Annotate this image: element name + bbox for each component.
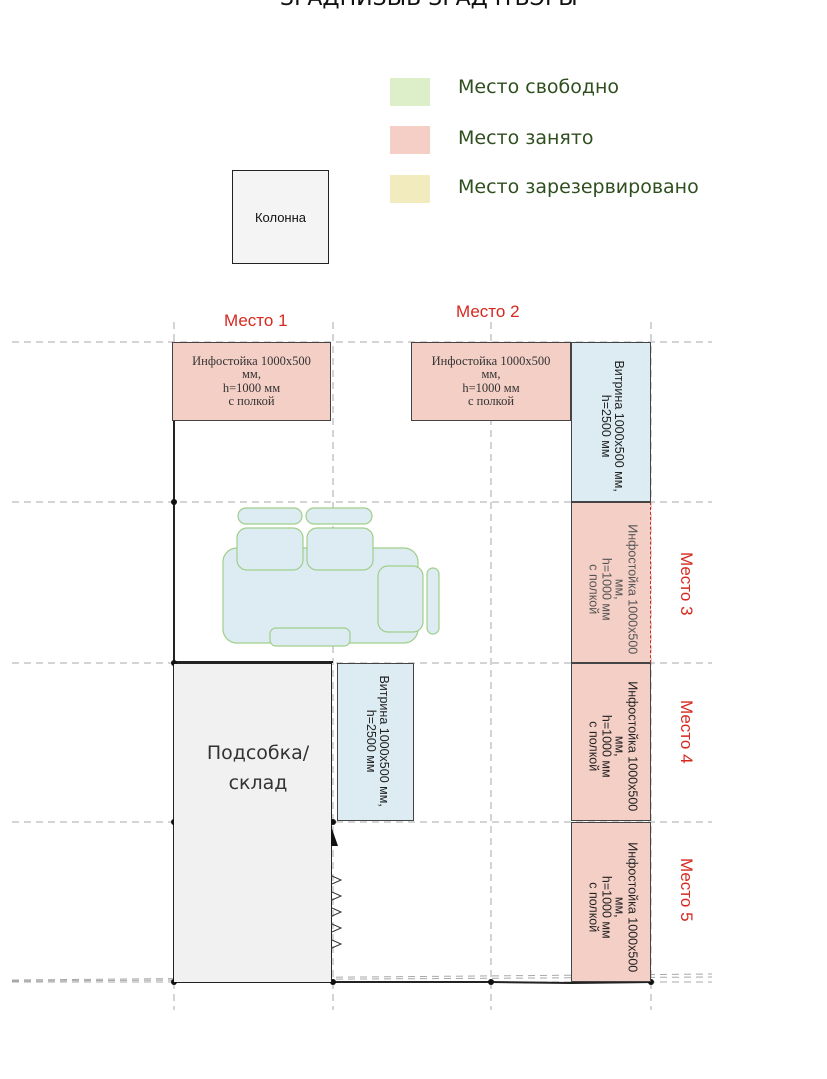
showcase-right[interactable]: Витрина 1000х500 мм, h=2500 мм bbox=[571, 342, 651, 502]
infostand-place-2-label: Инфостойка 1000х500 мм, h=1000 мм с полк… bbox=[431, 354, 551, 408]
infostand-place-4-label: Инфостойка 1000х500 мм, h=1000 мм с полк… bbox=[585, 681, 640, 812]
legend-swatch-reserved bbox=[390, 175, 430, 203]
legend-label-free: Место свободно bbox=[458, 76, 620, 98]
infostand-place-3-label: Инфостойка 1000х500 мм, h=1000 мм с полк… bbox=[585, 524, 640, 655]
wall-nodes bbox=[171, 499, 654, 985]
infostand-place-1[interactable]: Инфостойка 1000х500 мм, h=1000 мм с полк… bbox=[172, 342, 331, 421]
infostand-place-5[interactable]: Инфостойка 1000х500 мм, h=1000 мм с полк… bbox=[571, 822, 651, 982]
place-label-2: Место 2 bbox=[456, 302, 520, 321]
legend-label-occupied: Место занято bbox=[458, 127, 594, 149]
lounge-furniture-sketch bbox=[222, 507, 440, 647]
page-heading-cropped: ЗРАДПИЗЫВ ЗРАД ПЪЭРЫ bbox=[280, 0, 578, 11]
storage-room bbox=[174, 664, 331, 982]
showcase-middle-label: Витрина 1000х500 мм, h=2500 мм bbox=[364, 675, 392, 807]
storage-room-label: Подсобка/ склад bbox=[206, 742, 310, 795]
place-label-5: Место 5 bbox=[677, 858, 696, 922]
showcase-middle[interactable]: Витрина 1000х500 мм, h=2500 мм bbox=[337, 663, 414, 821]
legend-swatch-free bbox=[390, 78, 430, 106]
legend-label-reserved: Место зарезервировано bbox=[458, 176, 699, 198]
place-label-3: Место 3 bbox=[677, 552, 696, 616]
infostand-place-4[interactable]: Инфостойка 1000х500 мм, h=1000 мм с полк… bbox=[571, 663, 651, 821]
place-label-1: Место 1 bbox=[224, 311, 288, 330]
legend-swatch-occupied bbox=[390, 126, 430, 154]
infostand-place-1-label: Инфостойка 1000х500 мм, h=1000 мм с полк… bbox=[192, 354, 311, 408]
infostand-place-5-label: Инфостойка 1000х500 мм, h=1000 мм с полк… bbox=[585, 842, 640, 973]
infostand-place-2[interactable]: Инфостойка 1000х500 мм, h=1000 мм с полк… bbox=[411, 342, 571, 421]
column-label: Колонна bbox=[254, 209, 307, 225]
infostand-place-3[interactable]: Инфостойка 1000х500 мм, h=1000 мм с полк… bbox=[571, 502, 651, 663]
place-label-4: Место 4 bbox=[677, 700, 696, 764]
showcase-right-label: Витрина 1000х500 мм, h=2500 мм bbox=[599, 360, 627, 492]
column-box: Колонна bbox=[232, 170, 329, 264]
